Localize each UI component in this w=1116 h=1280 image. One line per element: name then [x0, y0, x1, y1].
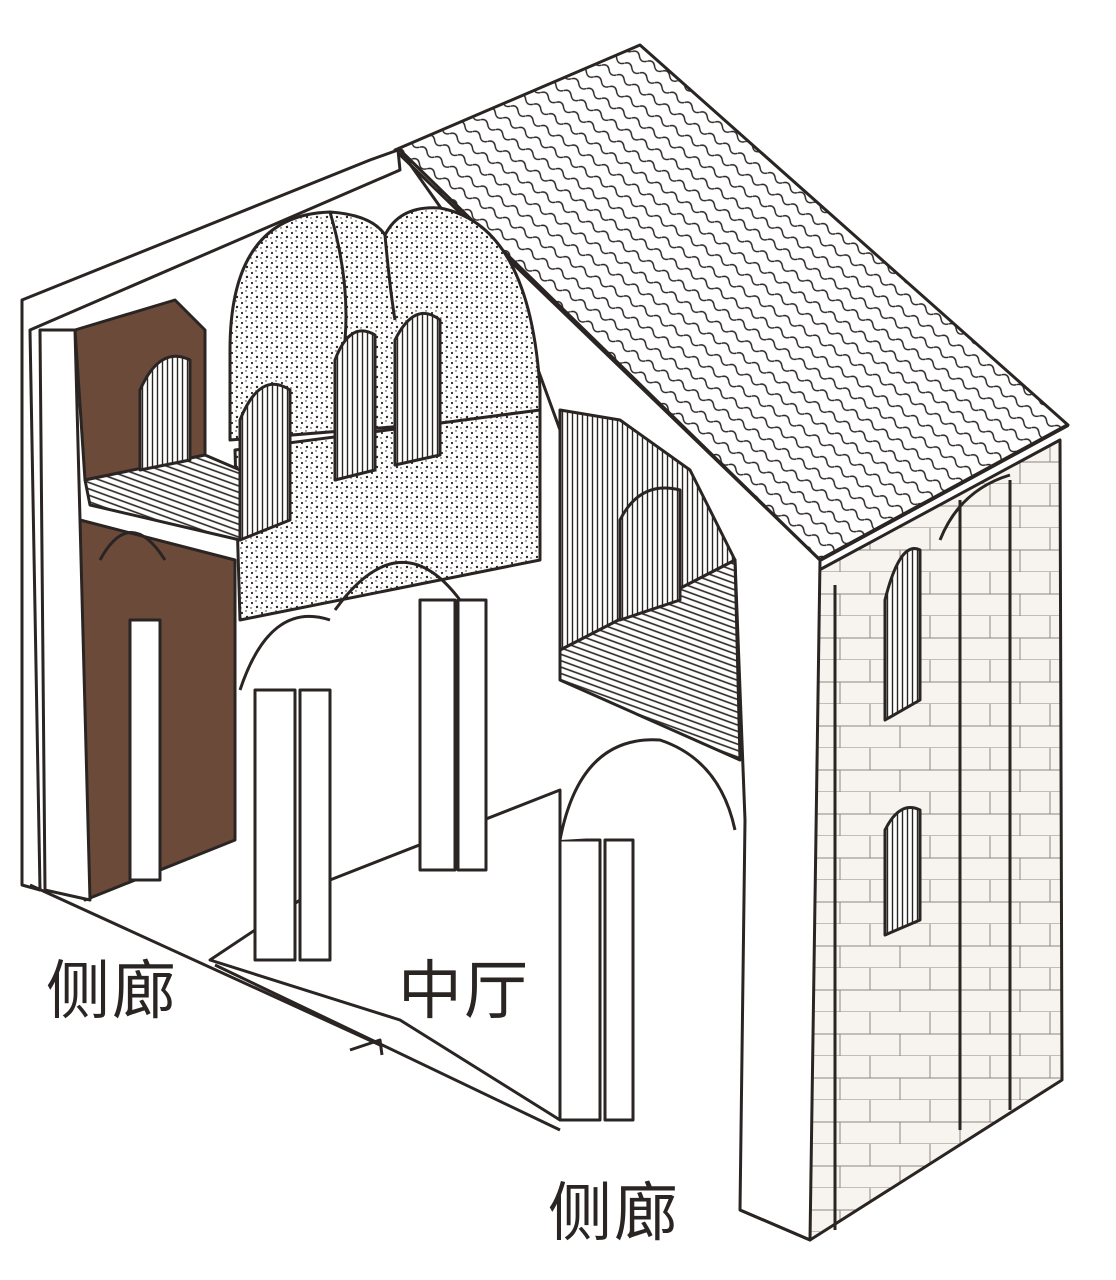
left-aisle-label: 侧廊 — [46, 955, 178, 1029]
nave-label: 中厅 — [398, 955, 530, 1029]
nave-vault — [228, 206, 542, 442]
right-aisle-label: 侧廊 — [548, 1177, 680, 1251]
nave-columns — [128, 598, 635, 1122]
lower-window — [883, 806, 922, 937]
upper-window — [883, 547, 922, 722]
exterior-wall — [808, 438, 1064, 1242]
left-outer-wall — [20, 148, 402, 892]
